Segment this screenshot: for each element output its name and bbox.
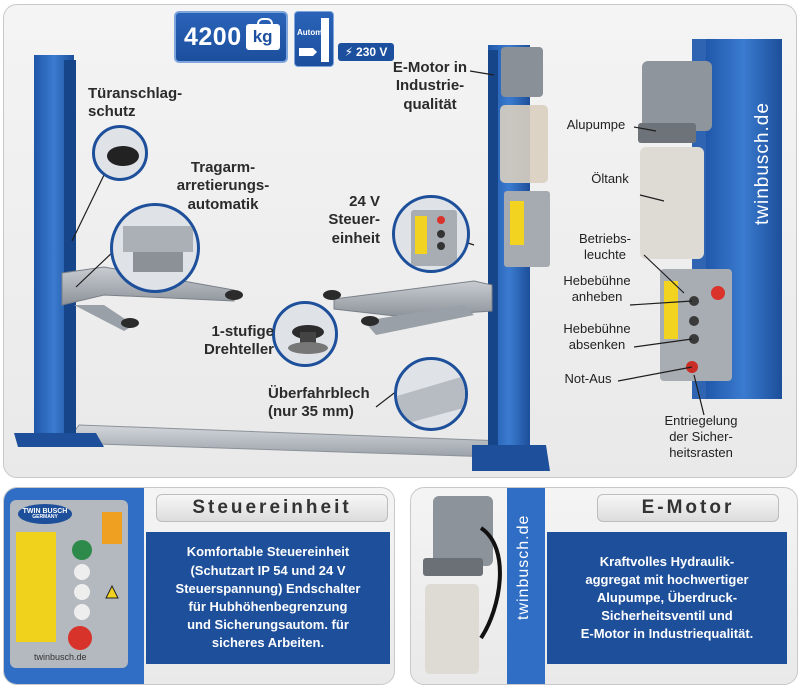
- label-safety-release: Entriegelung der Sicher- heitsrasten: [664, 413, 738, 460]
- logo-badge: TWIN BUSCH GERMANY: [18, 504, 72, 524]
- capacity-value: 4200: [184, 22, 242, 51]
- label-drive-over-plate: Überfahrblech (nur 35 mm): [268, 385, 370, 421]
- label-motor: E-Motor in Industrie- qualität: [392, 59, 468, 113]
- label-control-unit: 24 V Steuer- einheit: [328, 193, 380, 247]
- autom-label: Autom.: [297, 28, 325, 37]
- main-product-panel: 4200 kg Autom. ⚡ 230 V Türanschlag- schu…: [3, 4, 797, 478]
- voltage-badge: ⚡ 230 V: [338, 43, 394, 61]
- logo-subtext: GERMANY: [32, 514, 58, 520]
- label-door-guard: Türanschlag- schutz: [88, 85, 183, 121]
- label-turntable: 1-stufige Drehteller: [203, 323, 274, 359]
- label-emergency-stop: Not-Aus: [564, 371, 612, 386]
- hand-icon: [299, 18, 329, 62]
- voltage-value: 230 V: [356, 45, 388, 59]
- lift-illustration: [14, 39, 782, 471]
- capacity-badge: 4200 kg: [174, 11, 288, 63]
- logo-text: TWIN BUSCH: [22, 508, 68, 515]
- motor-title: E-Motor: [597, 494, 779, 522]
- control-unit-photo: [4, 488, 144, 684]
- automatic-lock-badge: Autom.: [294, 11, 334, 67]
- brand-vertical-text: twinbusch.de: [752, 102, 773, 225]
- control-unit-title: Steuereinheit: [156, 494, 388, 522]
- label-arm-lock: Tragarm- arretierungs- automatik: [176, 159, 270, 213]
- turntable-inset: [272, 301, 338, 367]
- capacity-unit: kg: [252, 27, 273, 46]
- lightning-icon: ⚡: [344, 45, 354, 59]
- label-oil-tank: Öltank: [591, 171, 629, 186]
- label-raise: Hebebühne anheben: [563, 273, 631, 304]
- label-alu-pump: Alupumpe: [566, 117, 626, 132]
- weight-icon: kg: [245, 18, 280, 50]
- drive-over-plate-inset: [394, 357, 468, 431]
- motor-panel: twinbusch.de E-Motor Kraftvolles Hydraul…: [410, 487, 798, 685]
- motor-brand-vertical-text: twinbusch.de: [515, 514, 532, 620]
- label-lower: Hebebühne absenken: [563, 321, 631, 352]
- control-unit-inset: [392, 195, 470, 273]
- motor-description: Kraftvolles Hydraulik- aggregat mit hoch…: [547, 532, 787, 664]
- label-operating-light: Betriebs- leuchte: [578, 231, 632, 262]
- door-guard-inset: [92, 125, 148, 181]
- control-unit-description: Komfortable Steuereinheit (Schutzart IP …: [146, 532, 390, 664]
- motor-photo: [423, 488, 545, 684]
- control-box-footer: twinbusch.de: [34, 652, 87, 662]
- control-unit-panel: TWIN BUSCH GERMANY twinbusch.de Steuerei…: [3, 487, 395, 685]
- arm-lock-inset: [110, 203, 200, 293]
